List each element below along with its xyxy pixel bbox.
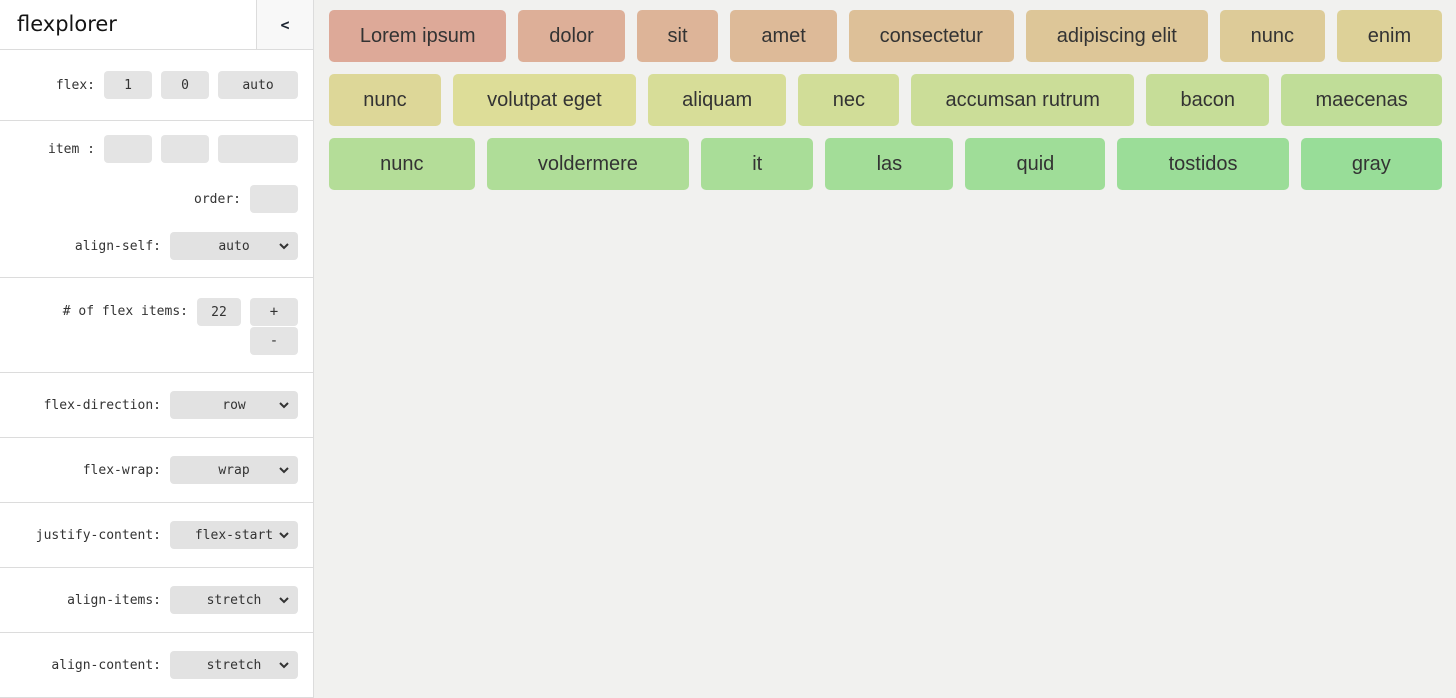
chevron-down-icon bbox=[279, 532, 289, 539]
flex-item: bacon bbox=[1146, 74, 1270, 126]
justify-content-value: flex-start bbox=[194, 527, 274, 543]
flex-wrap-select[interactable]: wrap bbox=[170, 456, 298, 484]
align-content-value: stretch bbox=[206, 657, 262, 673]
flex-item: Lorem ipsum bbox=[329, 10, 507, 62]
flex-direction-value: row bbox=[222, 397, 246, 413]
num-items-stepper: + - bbox=[250, 298, 298, 355]
section-justify-content: justify-content: flex-start bbox=[0, 503, 313, 568]
section-flex: flex: bbox=[0, 50, 313, 121]
flex-grow-input[interactable] bbox=[104, 71, 152, 99]
section-align-content: align-content: stretch bbox=[0, 633, 313, 698]
sidebar-header: flexplorer < bbox=[0, 0, 313, 50]
flex-direction-select[interactable]: row bbox=[170, 391, 298, 419]
align-items-select[interactable]: stretch bbox=[170, 586, 298, 614]
flex-item: dolor bbox=[518, 10, 625, 62]
flex-item: nunc bbox=[329, 74, 441, 126]
chevron-down-icon bbox=[279, 662, 289, 669]
chevron-down-icon bbox=[279, 402, 289, 409]
flex-item: quid bbox=[965, 138, 1106, 190]
flex-item: adipiscing elit bbox=[1025, 10, 1208, 62]
flex-label: flex: bbox=[55, 77, 95, 93]
flex-wrap-value: wrap bbox=[218, 462, 250, 478]
flex-wrap-label: flex-wrap: bbox=[82, 462, 161, 478]
flex-item: consectetur bbox=[848, 10, 1014, 62]
chevron-down-icon bbox=[279, 597, 289, 604]
order-label: order: bbox=[194, 191, 241, 207]
section-flex-direction: flex-direction: row bbox=[0, 373, 313, 438]
align-items-value: stretch bbox=[206, 592, 262, 608]
remove-item-button[interactable]: - bbox=[250, 327, 298, 355]
flex-item: maecenas bbox=[1281, 74, 1442, 126]
app-title: flexplorer bbox=[17, 12, 117, 36]
flex-item: tostidos bbox=[1117, 138, 1289, 190]
flex-basis-input[interactable] bbox=[218, 71, 298, 99]
align-self-value: auto bbox=[218, 238, 250, 254]
sidebar-collapse-button[interactable]: < bbox=[256, 0, 313, 49]
flex-item: enim bbox=[1336, 10, 1443, 62]
num-items-label: # of flex items: bbox=[62, 304, 188, 319]
item-input-2[interactable] bbox=[161, 135, 209, 163]
section-num-items: # of flex items: + - bbox=[0, 278, 313, 373]
align-self-label: align-self: bbox=[74, 238, 161, 254]
item-input-3[interactable] bbox=[218, 135, 298, 163]
sidebar: flexplorer < flex: item : order: align-s… bbox=[0, 0, 314, 698]
align-self-select[interactable]: auto bbox=[170, 232, 298, 260]
flex-item: gray bbox=[1300, 138, 1442, 190]
flex-item: sit bbox=[636, 10, 719, 62]
order-input[interactable] bbox=[250, 185, 298, 213]
justify-content-label: justify-content: bbox=[35, 527, 161, 543]
chevron-down-icon bbox=[279, 243, 289, 250]
chevron-down-icon bbox=[279, 467, 289, 474]
flex-item: voldermere bbox=[486, 138, 690, 190]
section-align-items: align-items: stretch bbox=[0, 568, 313, 633]
item-label: item : bbox=[48, 141, 95, 157]
flex-item: it bbox=[701, 138, 814, 190]
justify-content-select[interactable]: flex-start bbox=[170, 521, 298, 549]
align-content-select[interactable]: stretch bbox=[170, 651, 298, 679]
item-input-1[interactable] bbox=[104, 135, 152, 163]
flex-shrink-input[interactable] bbox=[161, 71, 209, 99]
flex-direction-label: flex-direction: bbox=[43, 397, 161, 413]
add-item-button[interactable]: + bbox=[250, 298, 298, 326]
flex-item: amet bbox=[730, 10, 837, 62]
align-content-label: align-content: bbox=[51, 657, 161, 673]
flex-item: nec bbox=[798, 74, 900, 126]
flex-item: aliquam bbox=[647, 74, 787, 126]
section-flex-wrap: flex-wrap: wrap bbox=[0, 438, 313, 503]
chevron-left-icon: < bbox=[280, 15, 290, 34]
flex-item: accumsan rutrum bbox=[911, 74, 1135, 126]
num-items-input[interactable] bbox=[197, 298, 241, 326]
align-items-label: align-items: bbox=[67, 592, 161, 608]
flex-item: las bbox=[825, 138, 954, 190]
flex-item: volutpat eget bbox=[452, 74, 636, 126]
flex-item: nunc bbox=[1219, 10, 1325, 62]
flex-item: nunc bbox=[329, 138, 475, 190]
section-item: item : order: align-self: auto bbox=[0, 121, 313, 278]
